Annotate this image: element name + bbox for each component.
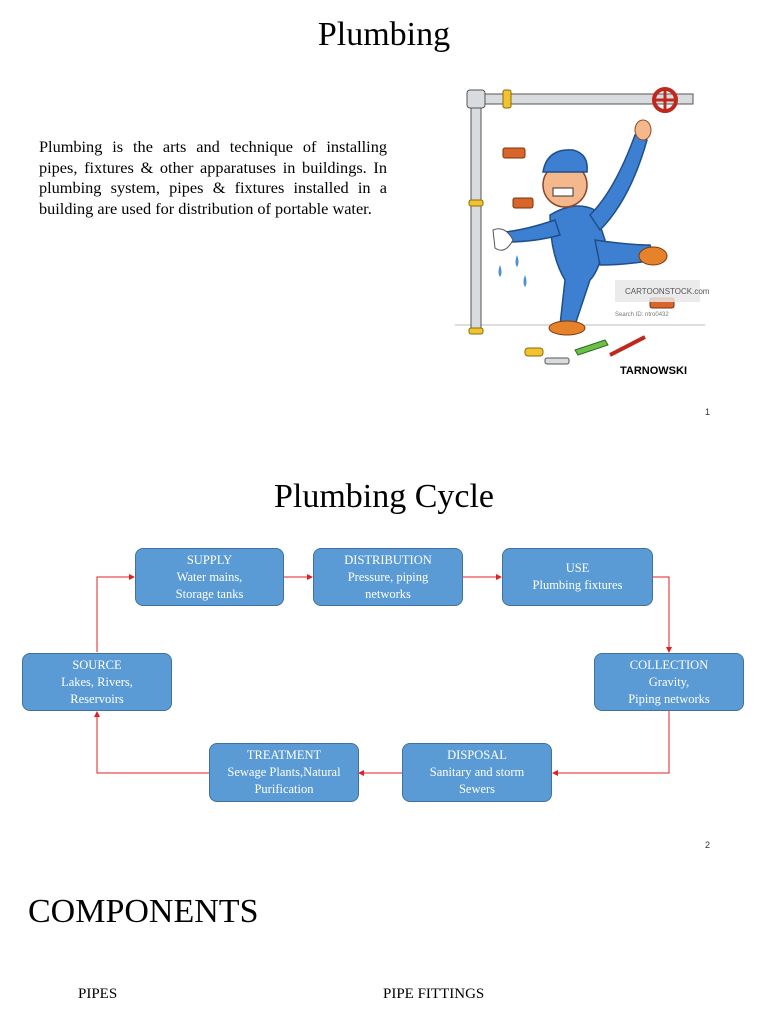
box-collection: COLLECTION Gravity, Piping networks <box>594 653 744 711</box>
box-treatment: TREATMENT Sewage Plants,Natural Purifica… <box>209 743 359 802</box>
box-disposal: DISPOSAL Sanitary and storm Sewers <box>402 743 552 802</box>
arrow-use-collection <box>653 576 672 653</box>
cycle-arrows <box>94 574 672 776</box>
slide-plumbing-cycle: Plumbing Cycle SUPPLY Water mains, Stora… <box>0 430 768 860</box>
box-line: Plumbing fixtures <box>532 578 623 592</box>
box-source: SOURCE Lakes, Rivers, Reservoirs <box>22 653 172 711</box>
box-heading: SOURCE <box>72 657 122 672</box>
box-line: Sanitary and storm <box>429 765 525 779</box>
slide-plumbing: Plumbing Plumbing is the arts and techni… <box>0 0 768 430</box>
box-heading: COLLECTION <box>629 657 709 672</box>
watermark-text: CARTOONSTOCK.com <box>625 287 710 296</box>
box-distribution: DISTRIBUTION Pressure, piping networks <box>313 548 463 606</box>
box-use: USE Plumbing fixtures <box>502 548 653 606</box>
page-number: 2 <box>705 840 711 850</box>
search-id-text: Search ID: ntro0432 <box>615 312 669 318</box>
box-line: Pressure, piping <box>347 569 429 584</box>
slide-title: Plumbing Cycle <box>273 478 495 515</box>
box-heading: SUPPLY <box>186 552 233 567</box>
component-item-pipe-fittings: PIPE FITTINGS <box>383 986 485 1002</box>
signature-text: TARNOWSKI <box>620 365 687 377</box>
box-line: Reservoirs <box>70 691 124 706</box>
box-line: networks <box>365 586 411 601</box>
box-line: Sewage Plants,Natural <box>227 765 341 779</box>
box-line: Sewers <box>458 782 496 796</box>
box-line: Water mains, <box>176 569 243 584</box>
slide-components: COMPONENTS PIPES PIPE FITTINGS <box>0 860 768 1024</box>
box-heading: USE <box>565 561 590 575</box>
box-line: Storage tanks <box>175 586 244 601</box>
arrow-source-supply <box>96 574 135 652</box>
box-line: Lakes, Rivers, <box>61 674 133 689</box>
page-number: 1 <box>705 407 711 417</box>
arrow-collection-disposal <box>552 711 670 776</box>
plumber-cartoon-image: CARTOONSTOCK.com Search ID: ntro0432 TAR… <box>455 87 710 380</box>
box-heading: DISPOSAL <box>447 748 507 762</box>
slide-title: Plumbing <box>317 16 451 53</box>
box-supply: SUPPLY Water mains, Storage tanks <box>135 548 284 606</box>
arrow-treatment-source <box>94 711 209 774</box>
component-item-pipes: PIPES <box>78 986 118 1002</box>
box-heading: TREATMENT <box>246 748 322 762</box>
box-line: Gravity, <box>648 674 690 689</box>
box-line: Piping networks <box>628 691 710 706</box>
box-heading: DISTRIBUTION <box>344 552 432 567</box>
box-line: Purification <box>254 782 314 796</box>
slide-title: COMPONENTS <box>28 893 259 930</box>
definition-paragraph: Plumbing is the arts and technique of in… <box>39 137 387 218</box>
